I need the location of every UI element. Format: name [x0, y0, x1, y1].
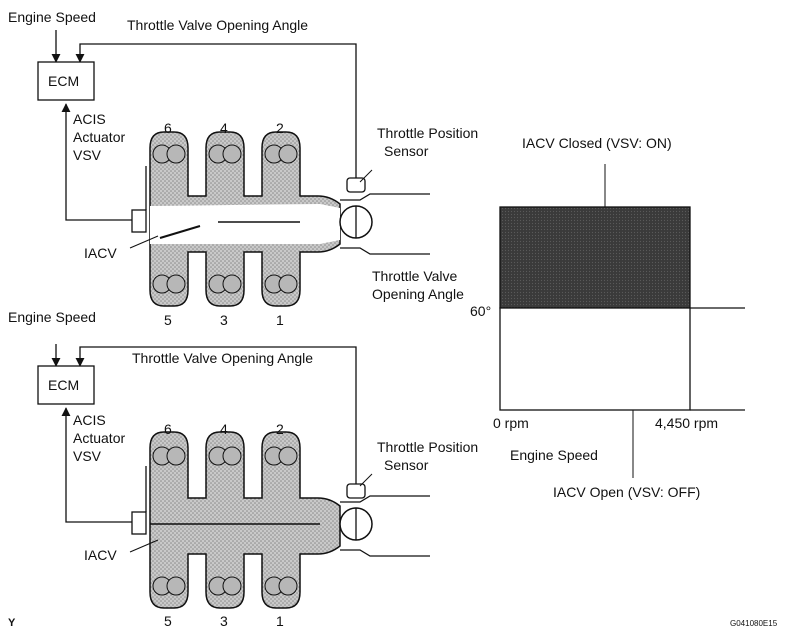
- bottom-cylinder-6: 6: [164, 421, 172, 437]
- top-cylinder-4: 4: [220, 120, 228, 136]
- top-cylinder-6: 6: [164, 120, 172, 136]
- top-acis-label-1: ACIS: [73, 111, 106, 127]
- top-cylinder-5: 5: [164, 312, 172, 328]
- bottom-cylinder-2: 2: [276, 421, 284, 437]
- bottom-engine-speed-label: Engine Speed: [8, 309, 96, 325]
- top-ecm-box: [37, 61, 95, 101]
- bottom-intake-diagram: Engine Speed Throttle Valve Opening Angl…: [8, 309, 478, 629]
- bottom-cylinder-3: 3: [220, 613, 228, 629]
- top-intake-diagram: Engine Speed Throttle Valve Opening Angl…: [8, 9, 478, 328]
- iacv-operation-graph: IACV Closed (VSV: ON) Throttle Valve Ope…: [372, 135, 745, 500]
- y-axis-label-1: Throttle Valve: [372, 268, 458, 284]
- bottom-acis-label-1: ACIS: [73, 412, 106, 428]
- x-axis-label: Engine Speed: [510, 447, 598, 463]
- iacv-closed-region: [499, 206, 691, 309]
- bottom-acis-label-3: VSV: [73, 448, 102, 464]
- top-ecm-label: ECM: [48, 73, 79, 89]
- bottom-cylinder-5: 5: [164, 613, 172, 629]
- iacv-open-region: [499, 307, 691, 411]
- bottom-acis-actuator: [131, 511, 147, 535]
- top-tps-label-2: Sensor: [384, 143, 429, 159]
- top-cylinder-2: 2: [276, 120, 284, 136]
- bottom-acis-label-2: Actuator: [73, 430, 125, 446]
- top-acis-label-2: Actuator: [73, 129, 125, 145]
- top-ecm-vsv-line: [61, 103, 132, 221]
- y-axis-label-2: Opening Angle: [372, 286, 464, 302]
- bottom-throttle-sensor: [346, 483, 366, 499]
- bottom-throttle-signal-line: [75, 346, 357, 485]
- top-iacv-label: IACV: [84, 245, 117, 261]
- bottom-iacv-label: IACV: [84, 547, 117, 563]
- top-iacv-valve: [159, 225, 201, 239]
- bottom-tps-label-1: Throttle Position: [377, 439, 478, 455]
- bottom-ecm-vsv-line: [61, 407, 132, 523]
- top-cylinder-3: 3: [220, 312, 228, 328]
- top-throttle-angle-label: Throttle Valve Opening Angle: [127, 17, 308, 33]
- bottom-ecm-label: ECM: [48, 377, 79, 393]
- figure-code: G041080E15: [730, 619, 778, 628]
- bottom-throttle-angle-label: Throttle Valve Opening Angle: [132, 350, 313, 366]
- bottom-tps-label-2: Sensor: [384, 457, 429, 473]
- y-tick-60: 60°: [470, 303, 491, 319]
- top-tps-label-1: Throttle Position: [377, 125, 478, 141]
- top-engine-speed-label: Engine Speed: [8, 9, 96, 25]
- x-tick-4450: 4,450 rpm: [655, 415, 718, 431]
- x-tick-0: 0 rpm: [493, 415, 529, 431]
- bottom-ecm-box: [37, 365, 95, 405]
- figure-left-mark: Y: [8, 617, 16, 629]
- bottom-cylinder-4: 4: [220, 421, 228, 437]
- top-cylinder-1: 1: [276, 312, 284, 328]
- bottom-manifold-body: [149, 431, 341, 609]
- bottom-ports: [152, 446, 298, 596]
- iacv-closed-label: IACV Closed (VSV: ON): [522, 135, 672, 151]
- top-acis-label-3: VSV: [73, 147, 102, 163]
- bottom-cylinder-1: 1: [276, 613, 284, 629]
- top-throttle-signal-line: [75, 43, 357, 180]
- top-ports: [152, 144, 298, 294]
- iacv-open-label: IACV Open (VSV: OFF): [553, 484, 700, 500]
- top-acis-actuator: [131, 209, 147, 233]
